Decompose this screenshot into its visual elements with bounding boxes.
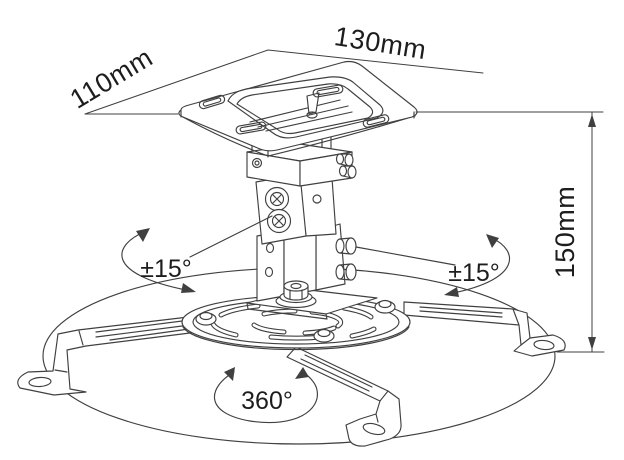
tilt-right-arc: [452, 237, 511, 294]
arrow-tilt-right-bottom: [444, 287, 459, 297]
disc-screws: [195, 299, 396, 343]
arm-front: [286, 346, 402, 447]
plate-slots: [198, 84, 390, 135]
arrow-tilt-left-top: [136, 228, 150, 242]
base-arms: [17, 301, 566, 447]
tilt-joint: [255, 173, 337, 245]
label-150mm: 150mm: [550, 186, 580, 279]
tilt-left-arc: [121, 231, 187, 291]
arrow-swivel-right: [295, 367, 309, 379]
lower-thumbscrews: [335, 237, 357, 281]
arrow-swivel-left: [224, 367, 235, 381]
arrow-up: [588, 114, 596, 127]
label-tilt-left: ±15°: [140, 255, 192, 283]
dimension-wedge: [84, 49, 484, 115]
plate-recess: [227, 76, 384, 139]
tilt-right-annotation: [355, 234, 511, 297]
arrow-tilt-right-top: [486, 234, 499, 248]
center-nut: [275, 280, 317, 309]
tilt-left-annotation: [121, 215, 273, 293]
ceiling-plate: [178, 60, 418, 158]
swivel-annotation: [213, 367, 318, 423]
arrow-tilt-left-bottom: [181, 283, 196, 293]
upper-thumbscrews: [335, 153, 357, 179]
arrow-down: [588, 337, 596, 350]
mount-column: [246, 134, 378, 320]
lower-bracket: [256, 223, 357, 302]
label-110mm: 110mm: [65, 42, 158, 114]
leader-right: [355, 246, 456, 266]
mount-drawing: [17, 49, 605, 447]
swivel-arc: [213, 370, 318, 423]
tilt-knobs: [264, 186, 292, 234]
leader-left: [189, 215, 273, 258]
arm-left: [17, 315, 199, 396]
arm-right: [403, 301, 566, 357]
angle-annotations: [121, 215, 511, 423]
dimension-lines: [84, 49, 605, 353]
label-tilt-right: ±15°: [448, 259, 500, 287]
label-360: 360°: [241, 387, 293, 415]
